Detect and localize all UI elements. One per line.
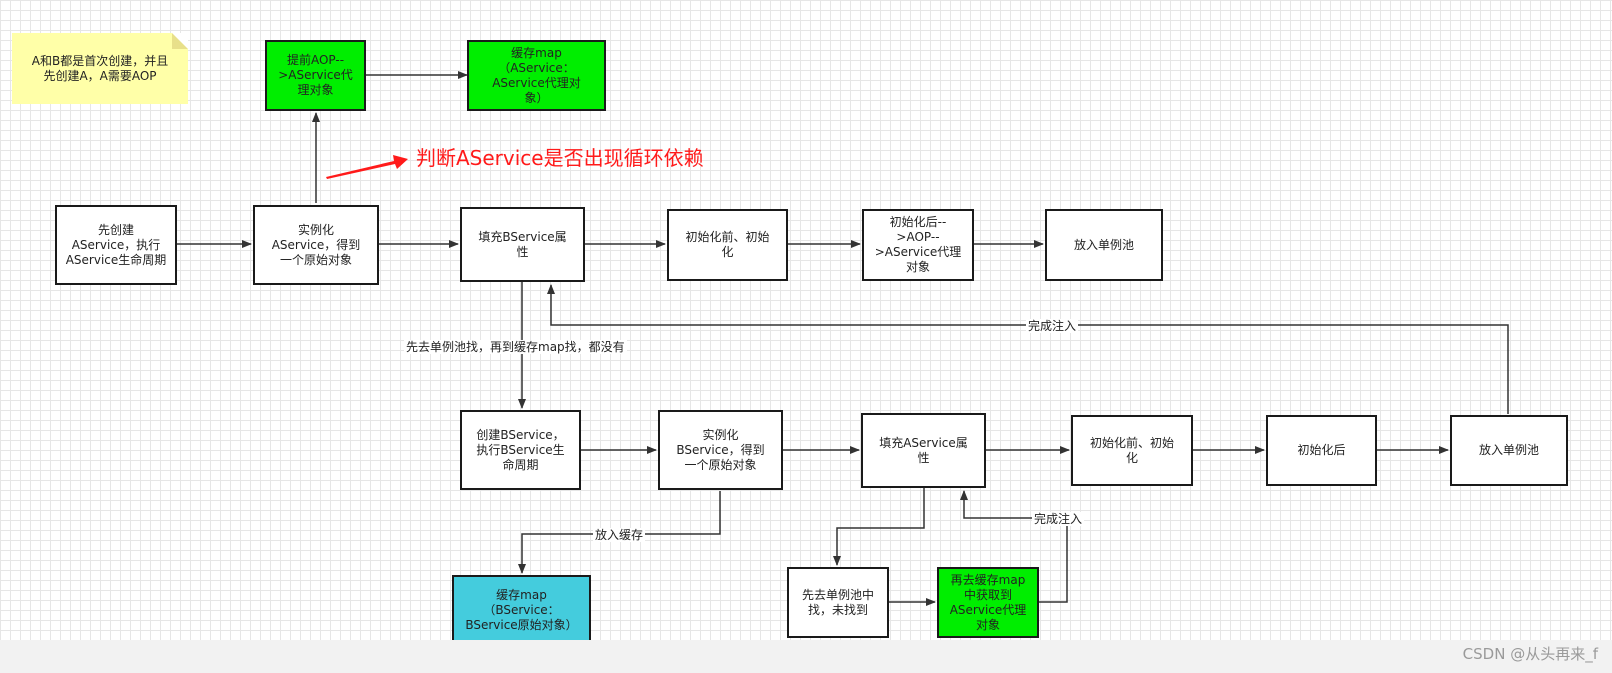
node-a-post-init: 初始化后-- >AOP-- >AService代理 对象 <box>862 209 974 281</box>
sticky-note: A和B都是首次创建，并且 先创建A，A需要AOP <box>12 33 188 104</box>
node-b-create: 创建BService， 执行BService生 命周期 <box>460 410 581 490</box>
node-a-instantiate: 实例化 AService，得到 一个原始对象 <box>253 205 379 285</box>
node-a-fill: 填充BService属 性 <box>460 207 585 282</box>
csdn-watermark: CSDN @从头再来_f <box>1462 645 1598 663</box>
node-b-post-init: 初始化后 <box>1266 415 1377 486</box>
edge-label-put-cache: 放入缓存 <box>593 528 646 542</box>
node-b-cache-map: 缓存map （BService： BService原始对象） <box>452 575 591 646</box>
node-b-lookup-singleton: 先去单例池中 找，未找到 <box>787 567 889 638</box>
node-b-pre-init: 初始化前、初始 化 <box>1071 415 1193 486</box>
red-arrow-icon <box>326 155 408 179</box>
node-a-early-aop: 提前AOP-- >AService代 理对象 <box>265 40 366 111</box>
edge-label-complete-inject-top: 完成注入 <box>1026 319 1079 333</box>
node-b-singleton: 放入单例池 <box>1450 415 1568 486</box>
node-a-singleton: 放入单例池 <box>1045 209 1163 281</box>
edge-b-fill-to-lookup-singleton <box>833 488 925 566</box>
footer-bar <box>0 640 1612 673</box>
node-b-instantiate: 实例化 BService，得到 一个原始对象 <box>658 410 783 490</box>
node-a-pre-init: 初始化前、初始 化 <box>667 209 788 281</box>
edge-label-lookup-none: 先去单例池找，再到缓存map找，都没有 <box>404 340 627 354</box>
edge-b-singleton-to-a-fill <box>547 284 1509 414</box>
circular-dependency-annotation: 判断AService是否出现循环依赖 <box>416 146 704 170</box>
node-a-cache-map: 缓存map （AService： AService代理对 象） <box>467 40 606 111</box>
node-b-lookup-cache: 再去缓存map 中获取到 AService代理 对象 <box>937 567 1039 638</box>
edge-label-complete-inject-bottom: 完成注入 <box>1032 512 1085 526</box>
node-b-fill: 填充AService属 性 <box>861 413 986 488</box>
node-a-start: 先创建 AService，执行 AService生命周期 <box>55 205 177 285</box>
